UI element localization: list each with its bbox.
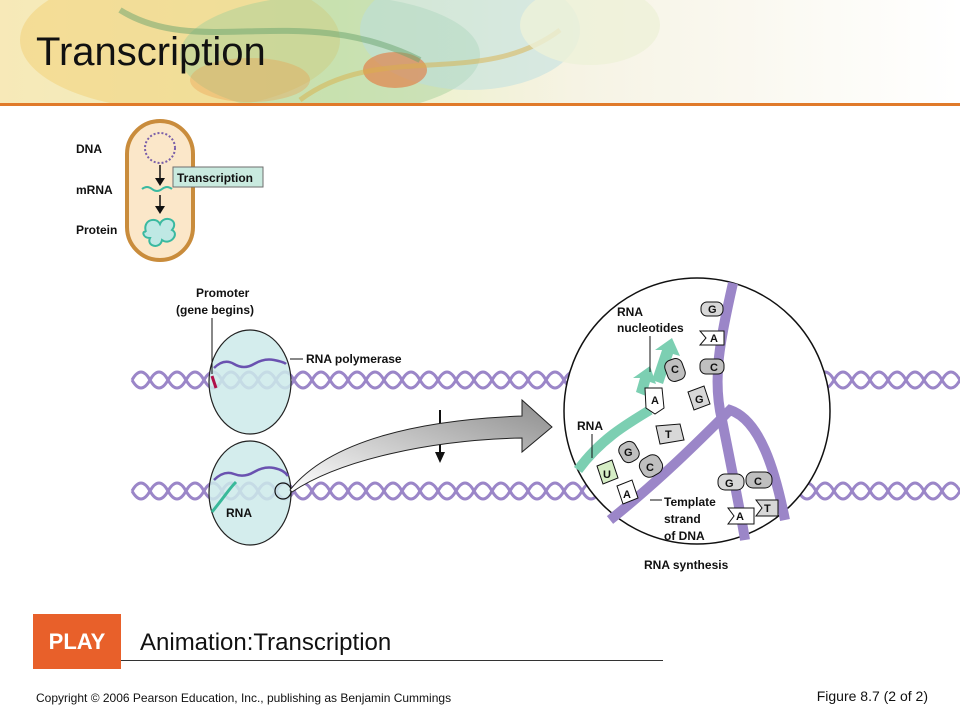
label-rna-lower: RNA bbox=[226, 506, 252, 520]
base-a4: A bbox=[736, 511, 744, 523]
header-banner bbox=[0, 0, 960, 106]
banner-art bbox=[0, 0, 960, 106]
base-c4: C bbox=[754, 476, 762, 488]
zoom-arrow-icon bbox=[289, 398, 553, 493]
base-g1: G bbox=[708, 304, 717, 316]
base-a2: A bbox=[651, 395, 659, 407]
base-t1: T bbox=[665, 429, 672, 441]
label-template-2: strand bbox=[664, 512, 701, 526]
overview-cell bbox=[125, 119, 195, 262]
base-c3: C bbox=[646, 462, 654, 474]
title-underline bbox=[0, 103, 960, 106]
base-g2: G bbox=[695, 394, 704, 406]
base-g3: G bbox=[624, 447, 633, 459]
label-rna-nucleotides-2: nucleotides bbox=[617, 321, 684, 335]
base-g4: G bbox=[725, 478, 734, 490]
animation-title: Animation:Transcription bbox=[140, 629, 392, 656]
animation-underline bbox=[121, 660, 663, 661]
nucleotide-bases: G A C C G A T G C U A G C A T bbox=[596, 301, 779, 525]
rna-polymerase-lower bbox=[208, 440, 292, 546]
base-a3: A bbox=[623, 489, 631, 501]
label-promoter: Promoter bbox=[196, 286, 250, 300]
label-rna-nucleotides-1: RNA bbox=[617, 305, 643, 319]
figure-reference: Figure 8.7 (2 of 2) bbox=[816, 688, 928, 704]
base-t2: T bbox=[764, 503, 771, 515]
base-c2: C bbox=[671, 364, 679, 376]
label-protein: Protein bbox=[76, 223, 117, 237]
label-rna-zoom: RNA bbox=[577, 419, 603, 433]
transcription-diagram: DNA mRNA Protein Transcription RNA polym… bbox=[76, 119, 960, 572]
rna-polymerase-upper bbox=[208, 329, 292, 435]
label-dna: DNA bbox=[76, 142, 102, 156]
label-template-3: of DNA bbox=[664, 529, 705, 543]
transcription-step-box bbox=[172, 166, 264, 188]
label-gene-begins: (gene begins) bbox=[176, 303, 254, 317]
base-u1: U bbox=[603, 469, 611, 481]
label-template-1: Template bbox=[664, 495, 716, 509]
play-button[interactable]: PLAY bbox=[33, 614, 121, 669]
label-transcription-step: Transcription bbox=[177, 171, 253, 185]
base-a1: A bbox=[710, 333, 718, 345]
copyright-notice: Copyright © 2006 Pearson Education, Inc.… bbox=[36, 691, 452, 705]
diagram-caption: RNA synthesis bbox=[644, 558, 729, 572]
label-rna-polymerase: RNA polymerase bbox=[306, 352, 402, 366]
base-c1: C bbox=[710, 362, 718, 374]
label-mrna: mRNA bbox=[76, 183, 113, 197]
slide-title: Transcription bbox=[36, 30, 266, 74]
